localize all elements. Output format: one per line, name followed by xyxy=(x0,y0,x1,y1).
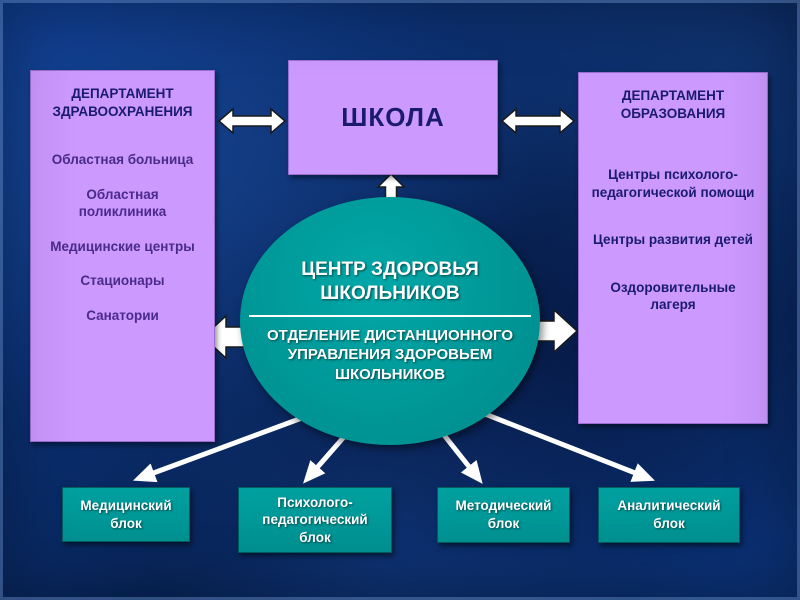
psych-pedagogical-block-label: Психолого-педагогический блок xyxy=(262,494,368,545)
education-department-box: ДЕПАРТАМЕНТ ОБРАЗОВАНИЯ Центры психолого… xyxy=(578,72,768,424)
analytical-block-label: Аналитический блок xyxy=(617,498,721,531)
analytical-block: Аналитический блок xyxy=(598,487,740,543)
health-dept-item: Санатории xyxy=(86,307,159,323)
school-label: ШКОЛА xyxy=(341,102,445,132)
education-dept-item: Центры психолого-педагогической помощи xyxy=(591,167,755,200)
health-department-title: ДЕПАРТАМЕНТ ЗДРАВООХРАНЕНИЯ xyxy=(52,86,193,119)
education-department-title: ДЕПАРТАМЕНТ ОБРАЗОВАНИЯ xyxy=(620,88,726,121)
ellipse-divider xyxy=(249,314,531,317)
health-dept-item: Стационары xyxy=(80,273,165,289)
school-box: ШКОЛА xyxy=(288,60,498,175)
health-dept-item: Областная больница xyxy=(51,152,194,168)
medical-block-label: Медицинский блок xyxy=(80,497,172,531)
health-center-title: ЦЕНТР ЗДОРОВЬЯ ШКОЛЬНИКОВ xyxy=(301,259,479,304)
education-dept-item: Центры развития детей xyxy=(593,232,753,248)
health-department-box: ДЕПАРТАМЕНТ ЗДРАВООХРАНЕНИЯ Областная бо… xyxy=(30,70,215,442)
health-dept-item: Медицинские центры xyxy=(50,238,195,254)
psych-pedagogical-block: Психолого-педагогический блок xyxy=(238,487,392,553)
health-center-subtitle: ОТДЕЛЕНИЕ ДИСТАНЦИОННОГО УПРАВЛЕНИЯ ЗДОР… xyxy=(267,326,513,383)
double-arrow-school-health-icon xyxy=(217,107,287,135)
health-dept-item: Областная поликлиника xyxy=(78,186,167,220)
double-arrow-school-education-icon xyxy=(500,107,576,135)
health-center-ellipse: ЦЕНТР ЗДОРОВЬЯ ШКОЛЬНИКОВ ОТДЕЛЕНИЕ ДИСТ… xyxy=(240,197,540,445)
methodical-block: Методический блок xyxy=(437,487,570,543)
methodical-block-label: Методический блок xyxy=(455,498,552,531)
arrow-center-to-method-block-icon xyxy=(438,428,483,484)
education-dept-item: Оздоровительные лагеря xyxy=(610,279,736,313)
medical-block: Медицинский блок xyxy=(62,487,190,542)
